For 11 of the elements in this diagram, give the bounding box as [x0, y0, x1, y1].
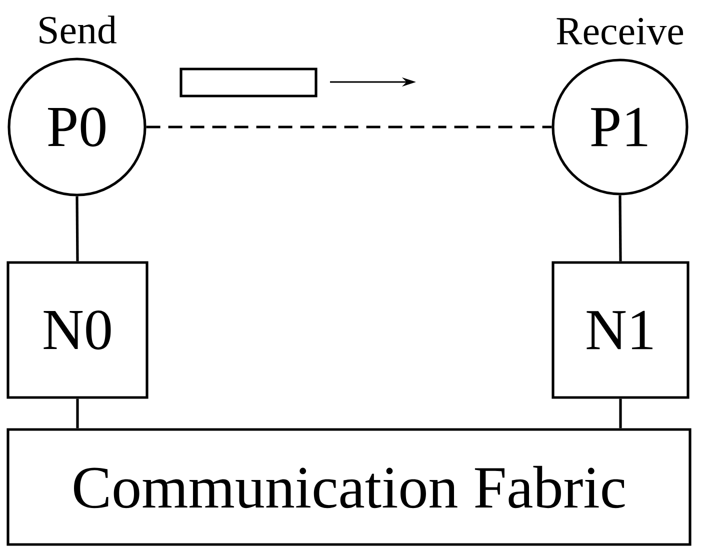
message-box [180, 68, 318, 98]
heading-label: Receive [556, 18, 684, 45]
connector-line [619, 398, 622, 428]
connector-line [76, 398, 79, 428]
fabric-box: Communication Fabric [6, 428, 692, 546]
connector-line [76, 196, 79, 262]
heading-label: Send [40, 16, 116, 44]
connector-line [618, 195, 622, 262]
node-box: N0 [6, 261, 148, 399]
connector-line [146, 126, 552, 128]
node-box: N1 [552, 261, 690, 399]
